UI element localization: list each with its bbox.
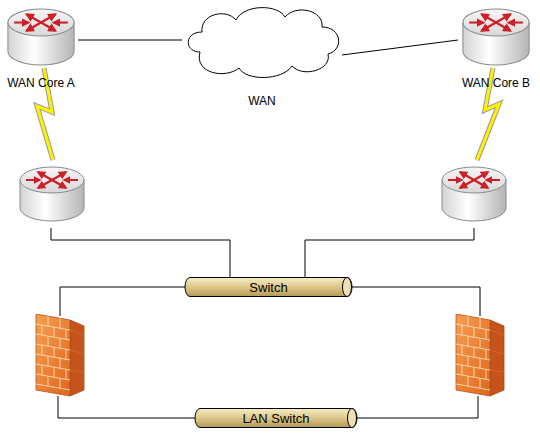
wire: [60, 287, 185, 316]
wan-link: [78, 40, 182, 41]
firewall-icon: [36, 314, 84, 396]
wire: [305, 228, 474, 277]
pipe-end: [348, 409, 357, 428]
router-icon: [463, 9, 529, 65]
pipe-body: [185, 278, 352, 297]
wire: [357, 396, 478, 418]
node-label: LAN Switch: [195, 408, 357, 428]
router-icon: [458, 6, 534, 68]
serial-link-bolt: [37, 68, 499, 160]
firewall-icon: [456, 314, 504, 396]
node-label: WAN: [168, 94, 356, 108]
network-wires: [51, 228, 480, 418]
node-label: Switch: [185, 277, 352, 297]
switch-bar: LAN Switch: [195, 408, 357, 428]
pipe-body: [195, 409, 357, 428]
cloud-outline: [188, 8, 338, 78]
wire: [51, 228, 230, 277]
pipe-end: [343, 278, 352, 297]
router-node: WAN Core B: [458, 6, 534, 90]
wire: [352, 287, 480, 316]
wan-link: [342, 40, 458, 55]
cloud-shape: [182, 2, 342, 82]
router-icon: [442, 167, 506, 221]
router-icon: [20, 167, 84, 221]
router-icon: [8, 9, 74, 65]
switch-bar: Switch: [185, 277, 352, 297]
router-node: WAN Core A: [4, 6, 78, 90]
wan-cloud: WAN: [182, 2, 342, 108]
wire: [58, 396, 195, 418]
node-label: WAN Core B: [444, 76, 540, 90]
node-label: WAN Core A: [0, 76, 92, 90]
router-icon: [4, 6, 78, 68]
